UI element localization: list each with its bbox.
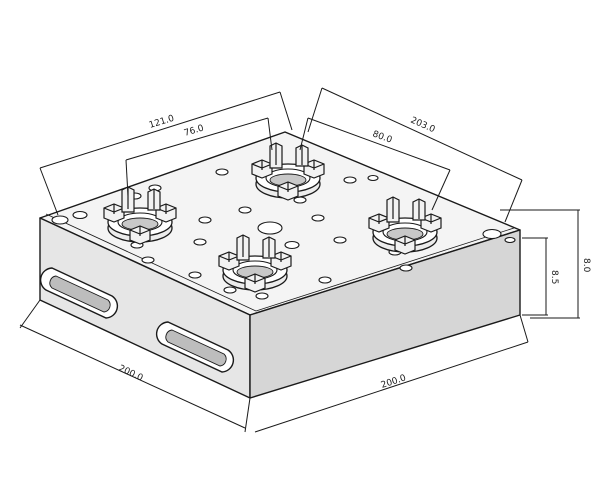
hole — [255, 292, 269, 300]
hole — [333, 236, 347, 244]
hole — [141, 256, 155, 264]
hole — [51, 215, 69, 225]
hole — [318, 276, 332, 284]
hole — [257, 221, 283, 235]
hole — [72, 210, 88, 220]
dim-top-right-overall-label: 203.0 — [409, 116, 437, 136]
dim-bottom-right-width-label: 200.0 — [380, 373, 408, 391]
hole — [284, 240, 300, 250]
dim-right-height-outer-label: 8.0 — [581, 258, 591, 273]
slot-left — [39, 267, 119, 319]
hole — [238, 206, 252, 214]
hole — [482, 228, 502, 240]
hole — [343, 176, 357, 184]
dim-bottom-left-width-label: 200.0 — [117, 364, 145, 384]
top-holes — [51, 168, 516, 300]
slot-right — [155, 321, 235, 373]
hole — [367, 174, 379, 182]
hole — [311, 214, 325, 222]
dim-top-left-pitch-label: 76.0 — [183, 123, 205, 139]
dim-right-height-outer: 8.0 — [500, 209, 591, 319]
dim-top-right-pitch-label: 80.0 — [371, 129, 394, 145]
hole — [223, 286, 237, 294]
side-slots — [39, 267, 235, 373]
hole — [198, 216, 212, 224]
hole — [188, 271, 202, 279]
hole — [399, 264, 413, 272]
hole — [215, 168, 229, 176]
base-plate — [39, 131, 521, 399]
hole — [193, 238, 207, 246]
dim-top-left-overall-label: 121.0 — [148, 114, 176, 131]
dim-right-height-inner-label: 8.5 — [549, 270, 559, 284]
dim-right-height-inner: 8.5 — [522, 237, 559, 316]
hole — [504, 236, 516, 244]
